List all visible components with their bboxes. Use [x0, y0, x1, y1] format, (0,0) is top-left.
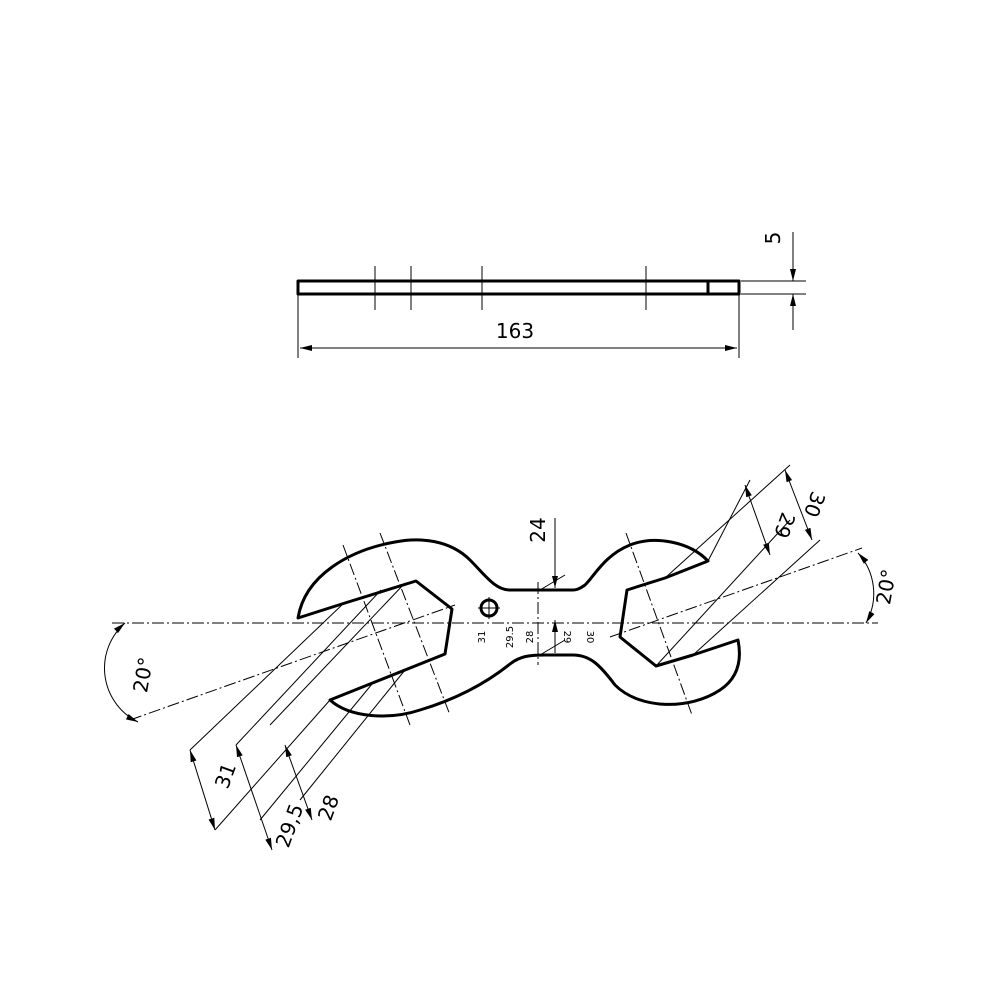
thickness-label: 5 — [761, 232, 785, 245]
engraved-size-30: 30 — [584, 631, 595, 644]
engraved-size-31: 31 — [477, 631, 488, 644]
engraved-size-28: 28 — [525, 631, 536, 644]
length-label: 163 — [496, 319, 534, 343]
jaw-label-30: 30 — [799, 488, 830, 520]
engraved-size-29: 29 — [561, 631, 572, 644]
left-jaw-extension-lines — [189, 582, 406, 851]
jaw-label-29-5: 29,5 — [271, 801, 309, 851]
jaw-label-29: 29 — [769, 509, 800, 541]
right-jaw-extension-lines — [655, 464, 821, 667]
thickness-dimension — [741, 232, 806, 330]
length-dimension — [297, 294, 740, 358]
jaw-label-31: 31 — [210, 760, 241, 792]
wrench-outline — [296, 538, 741, 718]
front-view: 20° 20° 24 31 29,5 28 29 30 31 29.5 28 2… — [104, 464, 901, 851]
neck-width-label: 24 — [526, 517, 550, 542]
side-view: 163 5 — [296, 232, 806, 358]
jaw-label-28: 28 — [313, 792, 344, 824]
side-view-outline — [296, 279, 741, 296]
side-view-section-ticks — [374, 266, 647, 310]
right-angle-label: 20° — [871, 567, 901, 606]
left-angle-arc — [104, 622, 139, 723]
right-angle-arc — [857, 552, 875, 624]
left-angle-label: 20° — [128, 655, 158, 694]
engraved-size-29-5: 29.5 — [505, 626, 516, 648]
